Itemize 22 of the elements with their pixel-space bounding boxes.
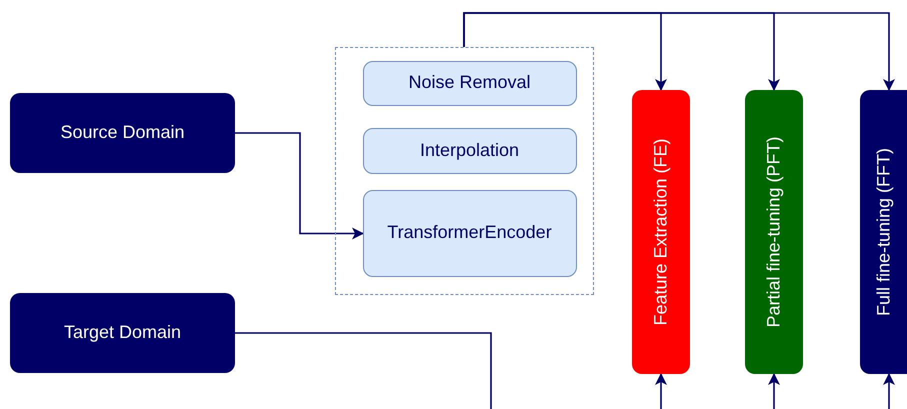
method-bar	[860, 90, 907, 374]
node-label: Full fine-tuning (FFT)	[873, 148, 894, 316]
connector-arrow	[768, 373, 780, 409]
dashed-group-box	[335, 47, 594, 295]
connector-arrow	[883, 373, 895, 409]
node-label: Target Domain	[64, 322, 182, 344]
node-label: Source Domain	[60, 122, 185, 144]
process-box	[10, 93, 235, 173]
node-label: Noise Removal	[408, 72, 531, 94]
process-box	[10, 293, 235, 373]
method-bar	[632, 90, 690, 374]
node-label: Partial fine-tuning (PFT)	[764, 136, 784, 328]
method-bar	[745, 90, 803, 374]
node-label: Interpolation	[420, 140, 520, 162]
connector-arrow	[655, 373, 667, 409]
node-label: TransformerEncoder	[387, 222, 552, 244]
connector-arrow	[235, 132, 364, 240]
process-box	[362, 128, 576, 174]
connector-arrow	[463, 12, 895, 91]
process-box	[362, 190, 576, 276]
node-label: Feature Extraction (FE)	[650, 138, 672, 326]
process-box	[362, 60, 576, 106]
